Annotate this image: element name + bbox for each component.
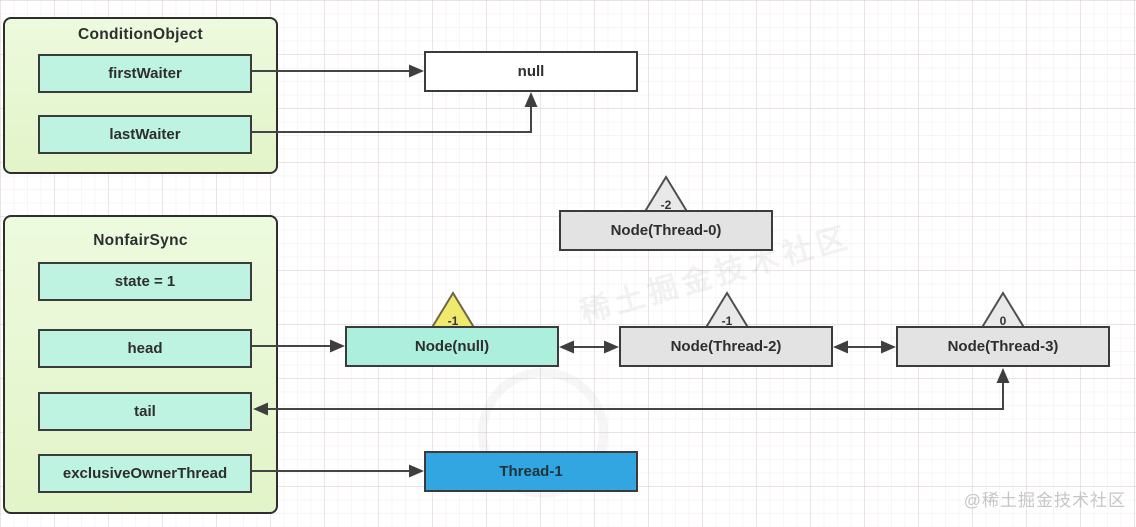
juejin-logo-watermark [478, 368, 608, 498]
field-state: state = 1 [38, 262, 252, 301]
thread1-box-label: Thread-1 [499, 463, 563, 480]
arrow-node-thread2-node-thread3 [833, 340, 896, 354]
waitstatus-value: -1 [447, 314, 459, 328]
condition-object-box: ConditionObject firstWaiter lastWaiter [3, 17, 278, 174]
field-exclusiveownerthread-label: exclusiveOwnerThread [62, 465, 228, 482]
field-tail-label: tail [134, 403, 156, 420]
node-thread2-box: Node(Thread-2) [619, 326, 833, 367]
nonfairsync-box: NonfairSync state = 1 head tail exclusiv… [3, 215, 278, 514]
field-firstwaiter: firstWaiter [38, 54, 252, 93]
waitstatus-triangle-node-thread0: -2 [643, 175, 689, 213]
waitstatus-value: -1 [721, 314, 733, 328]
field-firstwaiter-label: firstWaiter [108, 65, 182, 82]
null-box: null [424, 51, 638, 92]
node-thread3-label: Node(Thread-3) [947, 338, 1059, 355]
node-thread0-box: Node(Thread-0) [559, 210, 773, 251]
node-thread3-box: Node(Thread-3) [896, 326, 1110, 367]
condition-object-title: ConditionObject [77, 26, 204, 43]
node-null-box: Node(null) [345, 326, 559, 367]
arrow-node-null-node-thread2 [559, 340, 619, 354]
field-head-label: head [127, 340, 163, 357]
field-lastwaiter: lastWaiter [38, 115, 252, 154]
nonfairsync-title: NonfairSync [93, 232, 188, 249]
field-head: head [38, 329, 252, 368]
field-exclusiveownerthread: exclusiveOwnerThread [38, 454, 252, 493]
waitstatus-value: -2 [660, 198, 672, 212]
node-thread2-label: Node(Thread-2) [670, 338, 782, 355]
arrow-lastwaiter-to-null [252, 92, 538, 133]
waitstatus-value: 0 [999, 314, 1007, 328]
node-thread0-label: Node(Thread-0) [610, 222, 722, 239]
node-null-label: Node(null) [414, 338, 490, 355]
thread1-box: Thread-1 [424, 451, 638, 492]
waitstatus-triangle-node-thread3: 0 [980, 291, 1026, 329]
field-state-label: state = 1 [114, 273, 176, 290]
waitstatus-triangle-node-thread2: -1 [704, 291, 750, 329]
null-box-label: null [517, 63, 545, 80]
waitstatus-triangle-node-null: -1 [430, 291, 476, 329]
field-tail: tail [38, 392, 252, 431]
watermark-bottom-right: @稀土掘金技术社区 [963, 491, 1126, 510]
arrow-tail-node-thread3 [253, 368, 1010, 416]
field-lastwaiter-label: lastWaiter [109, 126, 181, 143]
